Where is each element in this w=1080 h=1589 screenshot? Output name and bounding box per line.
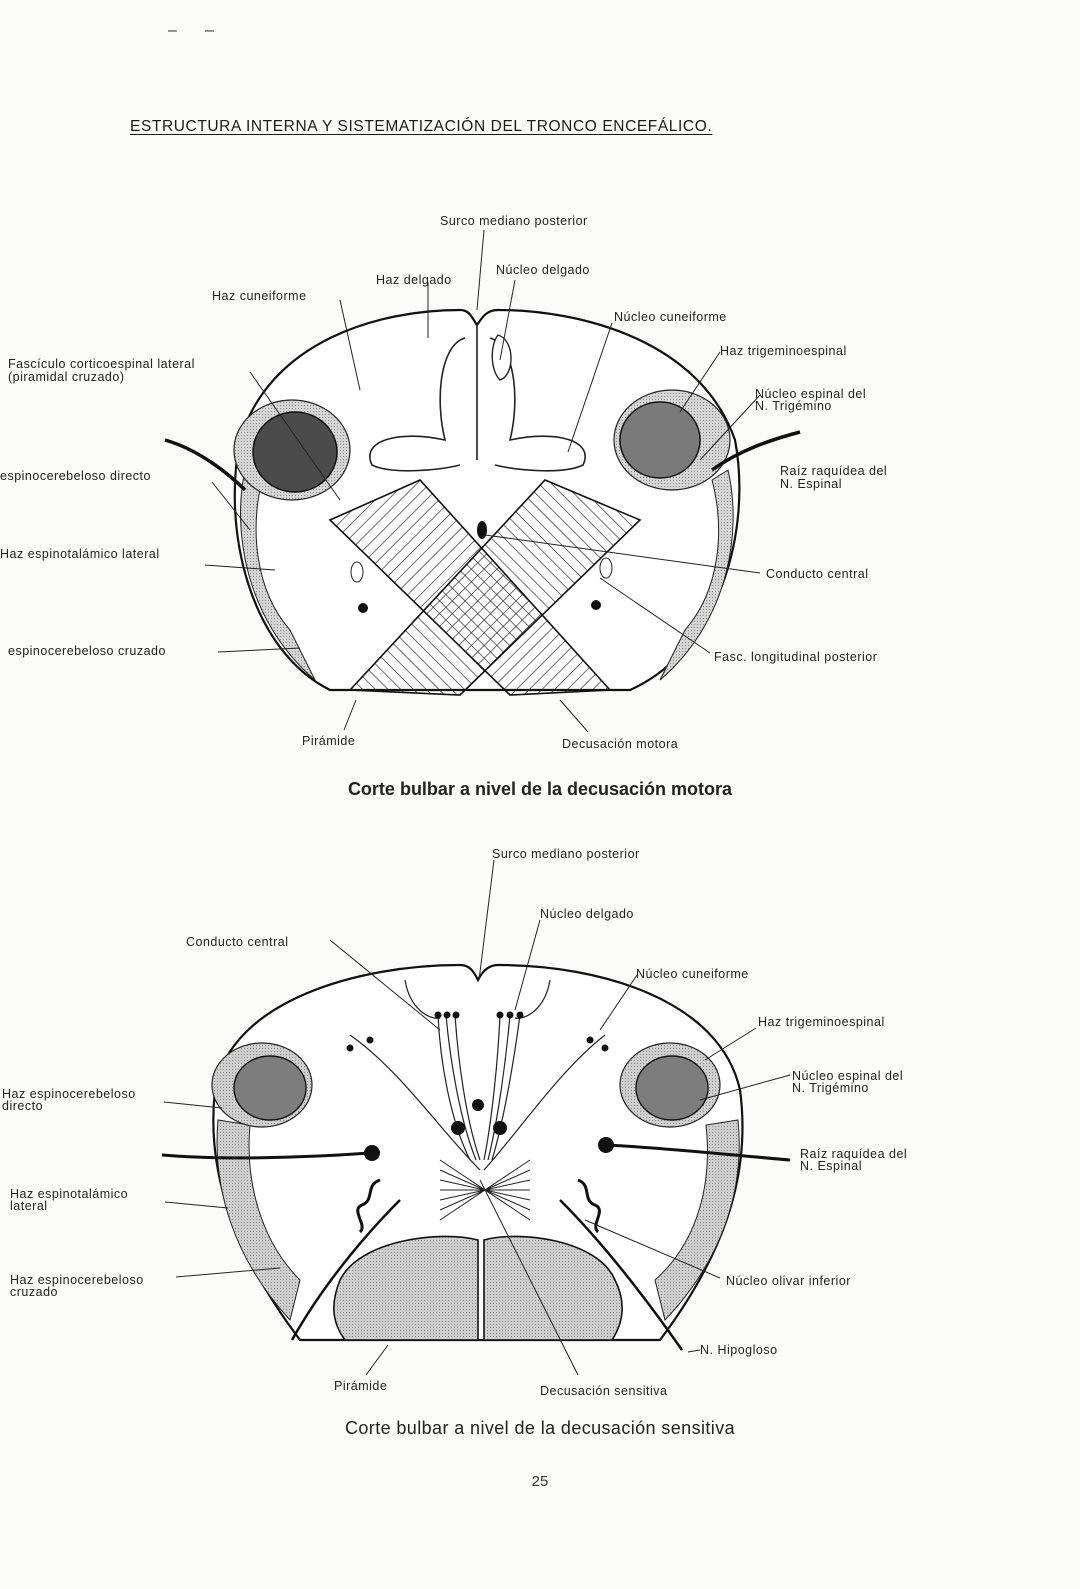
label-espinotalamico: Haz espinotalámico lateral <box>0 547 160 561</box>
label-olivar: Núcleo olivar inferior <box>726 1274 851 1288</box>
piramide-left <box>333 1235 479 1341</box>
header-mark: – <box>168 22 177 39</box>
espinocerebeloso-left <box>240 469 316 681</box>
label-nucleo-espinal-sub: N. Trigémino <box>755 399 832 413</box>
label-espinotalamico-sub: lateral <box>10 1199 48 1213</box>
page-number: 25 <box>531 1473 549 1490</box>
label-espinocereb-cruzado: espinocerebeloso cruzado <box>8 644 166 658</box>
header-mark: – <box>205 22 214 39</box>
nucleus-dot <box>364 1145 380 1161</box>
label-decusacion: Decusación sensitiva <box>540 1384 667 1398</box>
trigemino-right-inner <box>635 1055 709 1121</box>
figure-decusacion-motora: Surco mediano posterior Haz delgado Núcl… <box>0 214 887 751</box>
label-fasciculo-sub: (piramidal cruzado) <box>8 370 124 384</box>
label-nucleo-delgado: Núcleo delgado <box>540 907 634 921</box>
nucleo-delgado-shape <box>491 334 512 381</box>
conducto-central <box>472 1099 484 1111</box>
label-haz-trigemino: Haz trigeminoespinal <box>758 1015 885 1029</box>
espinocerebeloso-right <box>659 469 734 681</box>
raiz-right <box>710 430 801 472</box>
page-title: ESTRUCTURA INTERNA Y SISTEMATIZACIÓN DEL… <box>130 118 713 135</box>
trigemino-right-inner <box>619 401 701 479</box>
label-nucleo-espinal-sub: N. Trigémino <box>792 1081 869 1095</box>
figure2-caption: Corte bulbar a nivel de la decusación se… <box>344 1418 735 1438</box>
label-surco: Surco mediano posterior <box>492 847 640 861</box>
label-espinocereb-directo-sub: directo <box>2 1099 43 1113</box>
label-espinocereb-cruzado: Haz espinocerebeloso <box>10 1273 144 1287</box>
section-outline <box>233 308 741 692</box>
espinocerebeloso-right <box>654 1119 740 1322</box>
label-decusacion: Decusación motora <box>562 737 678 751</box>
label-raiz-sub: N. Espinal <box>800 1159 862 1173</box>
hipogloso-left <box>290 1199 401 1341</box>
label-piramide: Pirámide <box>302 734 355 748</box>
label-haz-cuneiforme: Haz cuneiforme <box>212 289 307 303</box>
label-fasciculo: Fascículo corticoespinal lateral <box>8 357 195 371</box>
label-conducto: Conducto central <box>766 567 869 581</box>
espinocerebeloso-left <box>216 1119 301 1322</box>
nucleus-dot <box>591 600 601 610</box>
raiz-left <box>161 1151 371 1160</box>
label-conducto: Conducto central <box>186 935 289 949</box>
hipogloso-right <box>559 1199 684 1351</box>
figure1-caption: Corte bulbar a nivel de la decusación mo… <box>347 779 733 799</box>
raiz-left <box>164 438 247 492</box>
label-fasc-longitudinal: Fasc. longitudinal posterior <box>714 650 877 664</box>
label-piramide: Pirámide <box>334 1379 387 1393</box>
piramide-right <box>348 479 642 696</box>
label-haz-delgado: Haz delgado <box>376 273 452 287</box>
label-espinocereb-cruzado-sub: cruzado <box>10 1285 58 1299</box>
nucleus-dot <box>493 1121 507 1135</box>
label-espinocereb-directo: Haz espinocerebeloso <box>2 1087 136 1101</box>
label-nucleo-espinal: Núcleo espinal del <box>792 1069 903 1083</box>
nucleus-dot <box>451 1121 465 1135</box>
label-nucleo-cuneiforme: Núcleo cuneiforme <box>636 967 749 981</box>
nucleus-oval <box>350 561 364 583</box>
nucleus-oval <box>599 557 613 579</box>
label-hipogloso: N. Hipogloso <box>700 1343 778 1357</box>
label-nucleo-espinal: Núcleo espinal del <box>755 387 866 401</box>
label-raiz: Raíz raquídea del <box>800 1147 907 1161</box>
nucleus-dot <box>358 603 368 613</box>
raiz-right <box>605 1143 791 1162</box>
conducto-central <box>477 521 487 539</box>
figure-decusacion-sensitiva: Surco mediano posterior Núcleo delgado C… <box>2 847 907 1398</box>
label-raiz-sub: N. Espinal <box>780 477 842 491</box>
label-raiz: Raíz raquídea del <box>780 464 887 478</box>
label-nucleo-delgado: Núcleo delgado <box>496 263 590 277</box>
olivar-left <box>356 1178 381 1234</box>
label-espinocereb-directo: espinocerebeloso directo <box>0 469 151 483</box>
grey-matter <box>369 325 586 472</box>
trigemino-left-inner <box>252 411 338 493</box>
label-nucleo-cuneiforme: Núcleo cuneiforme <box>614 310 727 324</box>
trigemino-left-inner <box>233 1055 307 1121</box>
label-espinotalamico: Haz espinotalámico <box>10 1187 128 1201</box>
label-surco: Surco mediano posterior <box>440 214 588 228</box>
piramide-right <box>483 1235 623 1341</box>
label-haz-trigemino: Haz trigeminoespinal <box>720 344 847 358</box>
